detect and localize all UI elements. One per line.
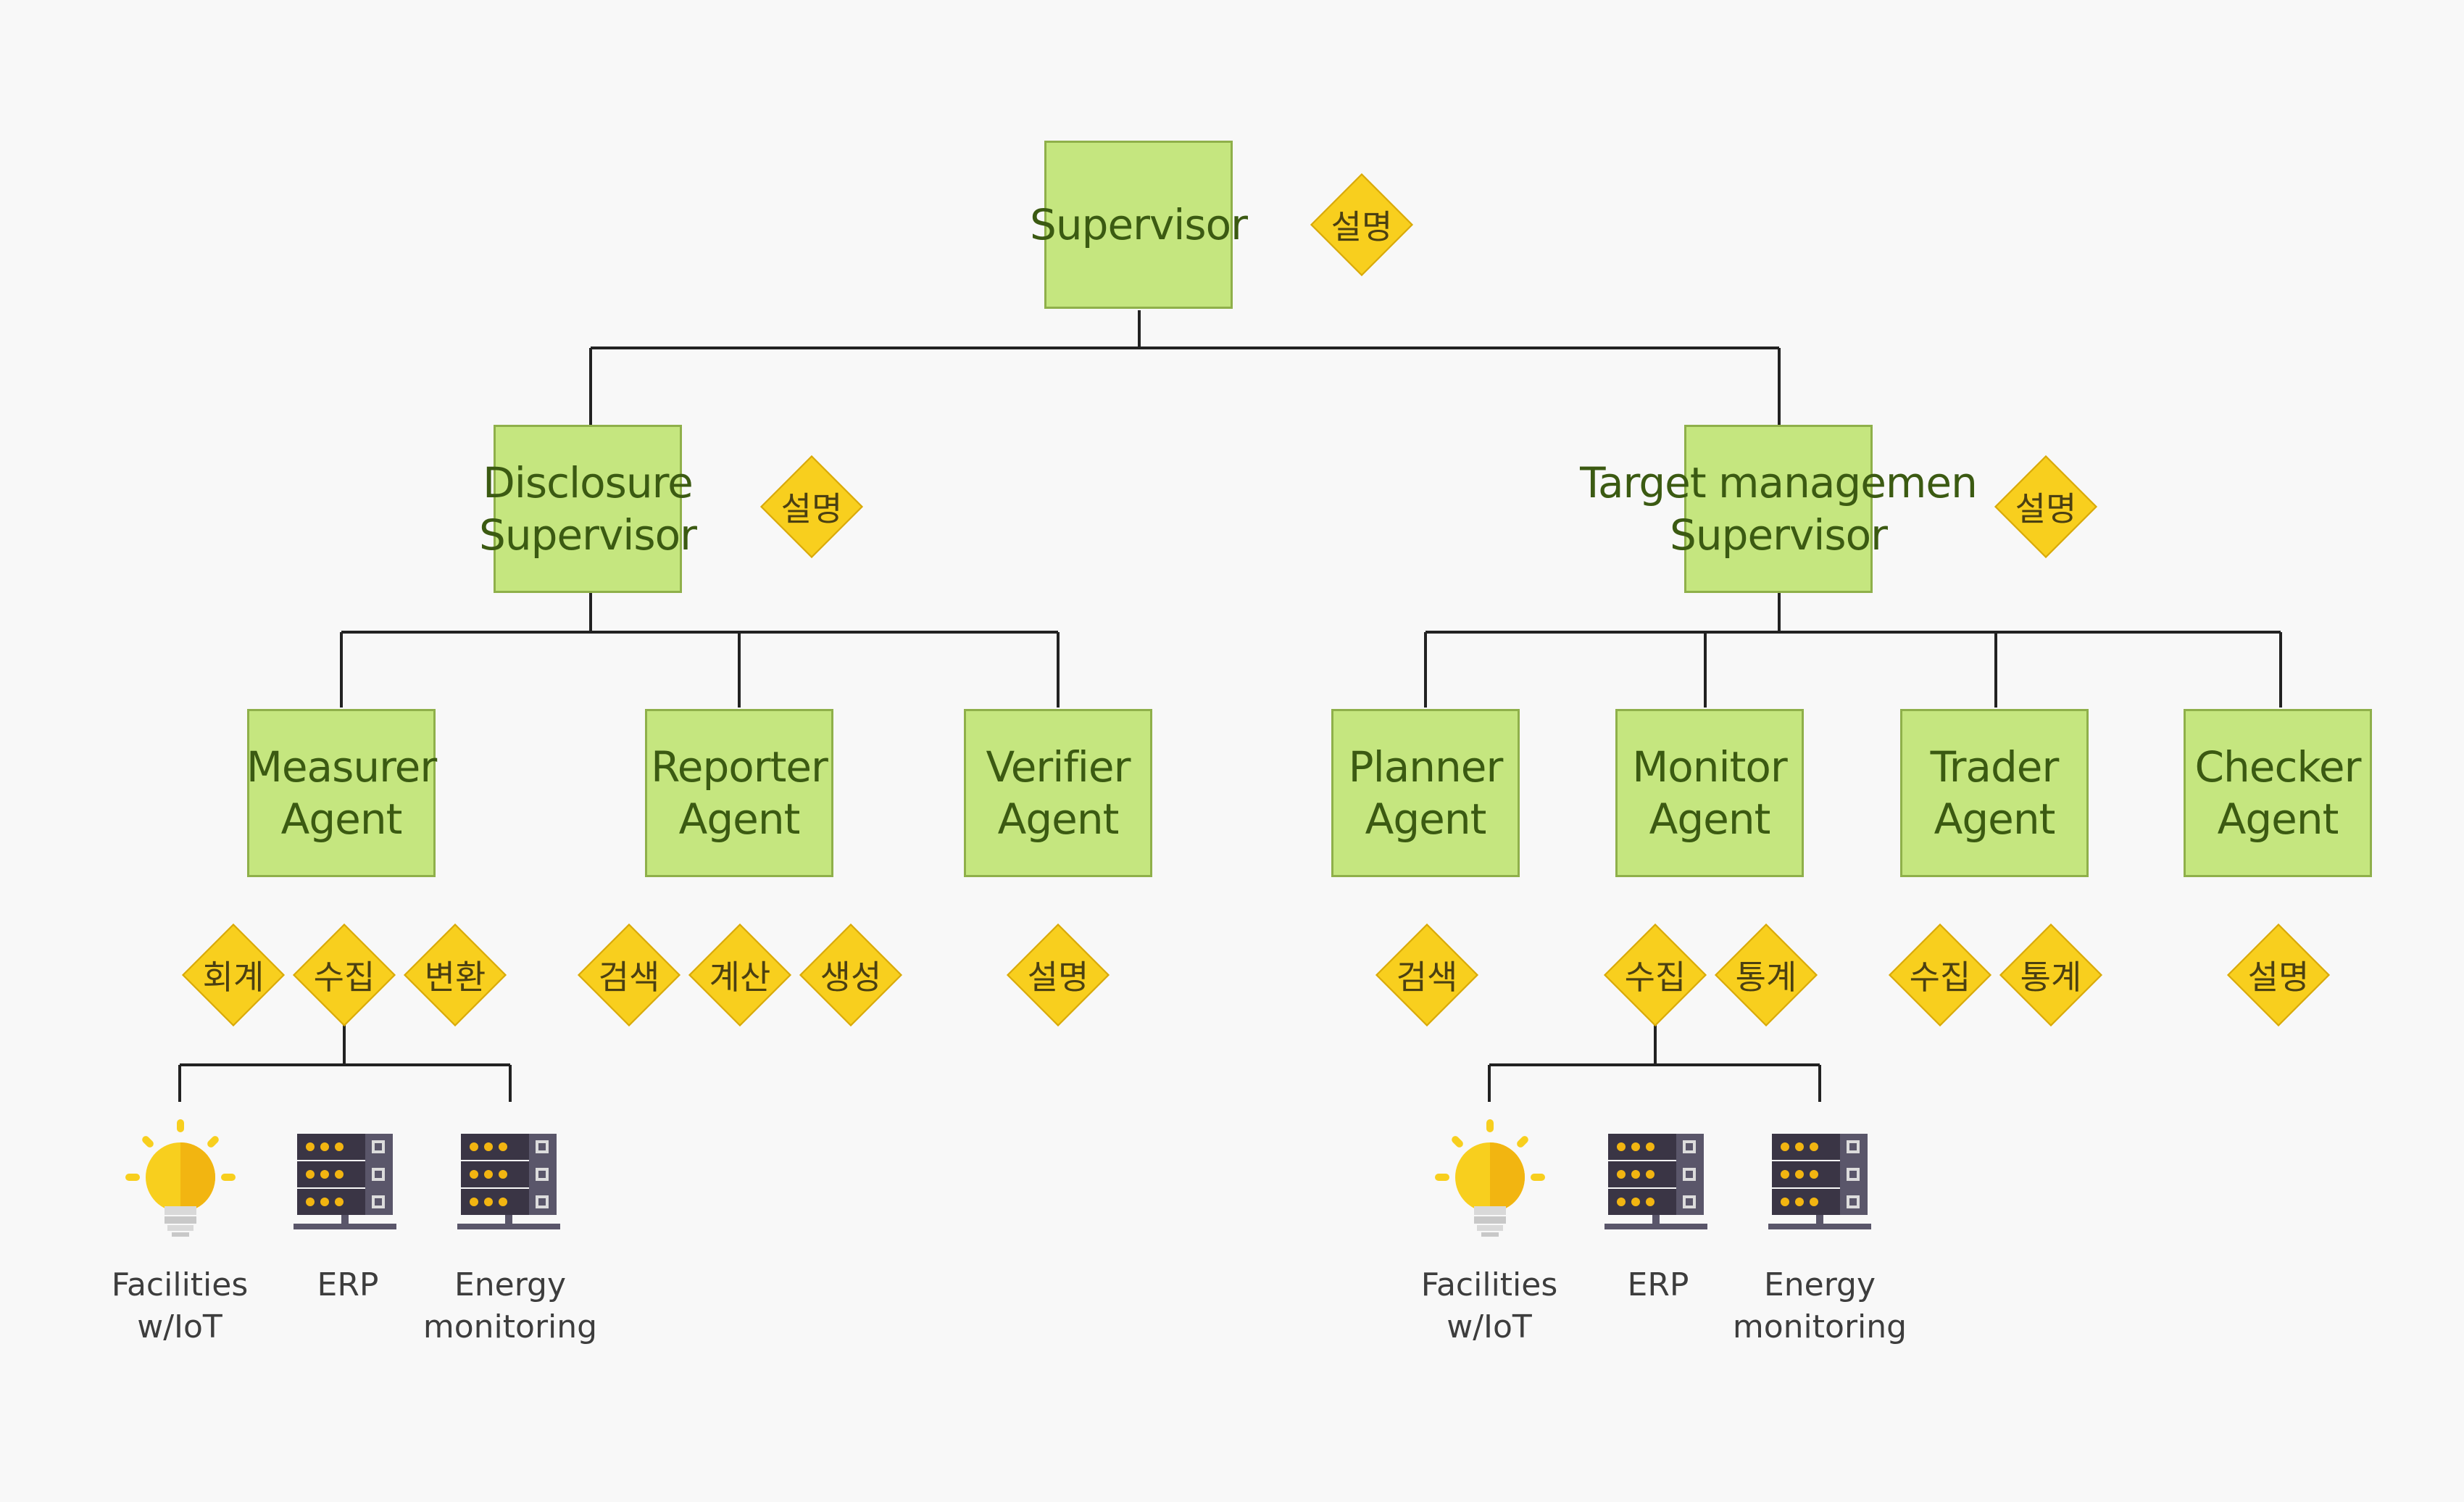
node-label: Reporter Agent — [651, 742, 828, 844]
tag-checker-description[interactable]: 설명 — [2227, 924, 2330, 1026]
tag-label: 통계 — [1735, 958, 1797, 997]
node-label: Disclosure Supervisor — [479, 458, 697, 560]
tag-monitor-stats[interactable]: 통계 — [1715, 924, 1818, 1026]
server-icon — [457, 1134, 560, 1229]
connector-supervisor — [589, 310, 1781, 425]
server-icon — [1768, 1134, 1871, 1229]
tag-label: 설명 — [2015, 489, 2077, 528]
node-measurer-agent[interactable]: Measurer Agent — [246, 709, 437, 877]
node-monitor-agent[interactable]: Monitor Agent — [1615, 709, 1804, 877]
tag-trader-collect[interactable]: 수집 — [1889, 924, 1991, 1026]
tag-label: 설명 — [1027, 958, 1089, 997]
node-label: Checker Agent — [2194, 742, 2362, 844]
tag-planner-search[interactable]: 검색 — [1375, 924, 1478, 1026]
tag-measurer-convert[interactable]: 변환 — [404, 924, 507, 1026]
tag-label: 검색 — [1396, 958, 1458, 997]
node-label: Planner Agent — [1348, 742, 1504, 844]
node-disclosure-supervisor[interactable]: Disclosure Supervisor — [479, 425, 697, 593]
connector-disclosure — [340, 593, 1060, 708]
source-erp-label: ERP — [317, 1266, 379, 1303]
source-energy-label: Energy monitoring — [423, 1266, 598, 1345]
tag-measurer-accounting[interactable]: 회계 — [182, 924, 285, 1026]
node-verifier-agent[interactable]: Verifier Agent — [964, 709, 1152, 877]
node-trader-agent[interactable]: Trader Agent — [1900, 709, 2089, 877]
tag-reporter-calc[interactable]: 계산 — [688, 924, 791, 1026]
node-label: Supervisor — [1030, 200, 1248, 249]
tag-target-description[interactable]: 설명 — [1994, 455, 2097, 558]
tag-label: 검색 — [598, 958, 660, 997]
lightbulb-icon — [1435, 1119, 1545, 1237]
connector-sources-right — [1488, 1024, 1821, 1102]
server-icon — [1604, 1134, 1707, 1229]
tag-label: 수집 — [1624, 958, 1686, 997]
tag-label: 설명 — [781, 489, 843, 528]
tag-label: 계산 — [709, 958, 771, 997]
tag-reporter-generate[interactable]: 생성 — [799, 924, 902, 1026]
connector-target — [1424, 593, 2282, 708]
tag-trader-stats[interactable]: 통계 — [1999, 924, 2102, 1026]
node-label: Target managemen Supervisor — [1580, 458, 1978, 560]
tag-measurer-collect[interactable]: 수집 — [293, 924, 396, 1026]
tag-label: 회계 — [202, 958, 265, 997]
source-erp-label: ERP — [1627, 1266, 1689, 1303]
tag-label: 변환 — [424, 958, 486, 997]
tag-label: 통계 — [2020, 958, 2082, 997]
node-target-supervisor[interactable]: Target managemen Supervisor — [1580, 425, 1978, 593]
tag-label: 설명 — [2247, 958, 2310, 997]
node-label: Monitor Agent — [1632, 742, 1787, 844]
lightbulb-icon — [125, 1119, 236, 1237]
node-planner-agent[interactable]: Planner Agent — [1331, 709, 1520, 877]
source-facilities-label: Facilities w/IoT — [1420, 1266, 1558, 1345]
tag-label: 생성 — [820, 958, 882, 997]
node-label: Measurer Agent — [246, 742, 437, 844]
tag-reporter-search[interactable]: 검색 — [578, 924, 680, 1026]
connector-sources-left — [178, 1024, 512, 1102]
tag-label: 수집 — [313, 958, 375, 997]
server-icon — [294, 1134, 396, 1229]
tag-supervisor-description[interactable]: 설명 — [1310, 173, 1413, 276]
tag-label: 수집 — [1909, 958, 1971, 997]
node-label: Trader Agent — [1930, 742, 2060, 844]
tag-label: 설명 — [1331, 207, 1393, 246]
source-facilities-label: Facilities w/IoT — [111, 1266, 249, 1345]
node-supervisor[interactable]: Supervisor — [1030, 141, 1248, 309]
tag-monitor-collect[interactable]: 수집 — [1604, 924, 1707, 1026]
source-energy-label: Energy monitoring — [1732, 1266, 1907, 1345]
node-checker-agent[interactable]: Checker Agent — [2184, 709, 2372, 877]
tag-disclosure-description[interactable]: 설명 — [760, 455, 863, 558]
tag-verifier-description[interactable]: 설명 — [1007, 924, 1110, 1026]
node-label: Verifier Agent — [986, 742, 1131, 844]
node-reporter-agent[interactable]: Reporter Agent — [645, 709, 833, 877]
